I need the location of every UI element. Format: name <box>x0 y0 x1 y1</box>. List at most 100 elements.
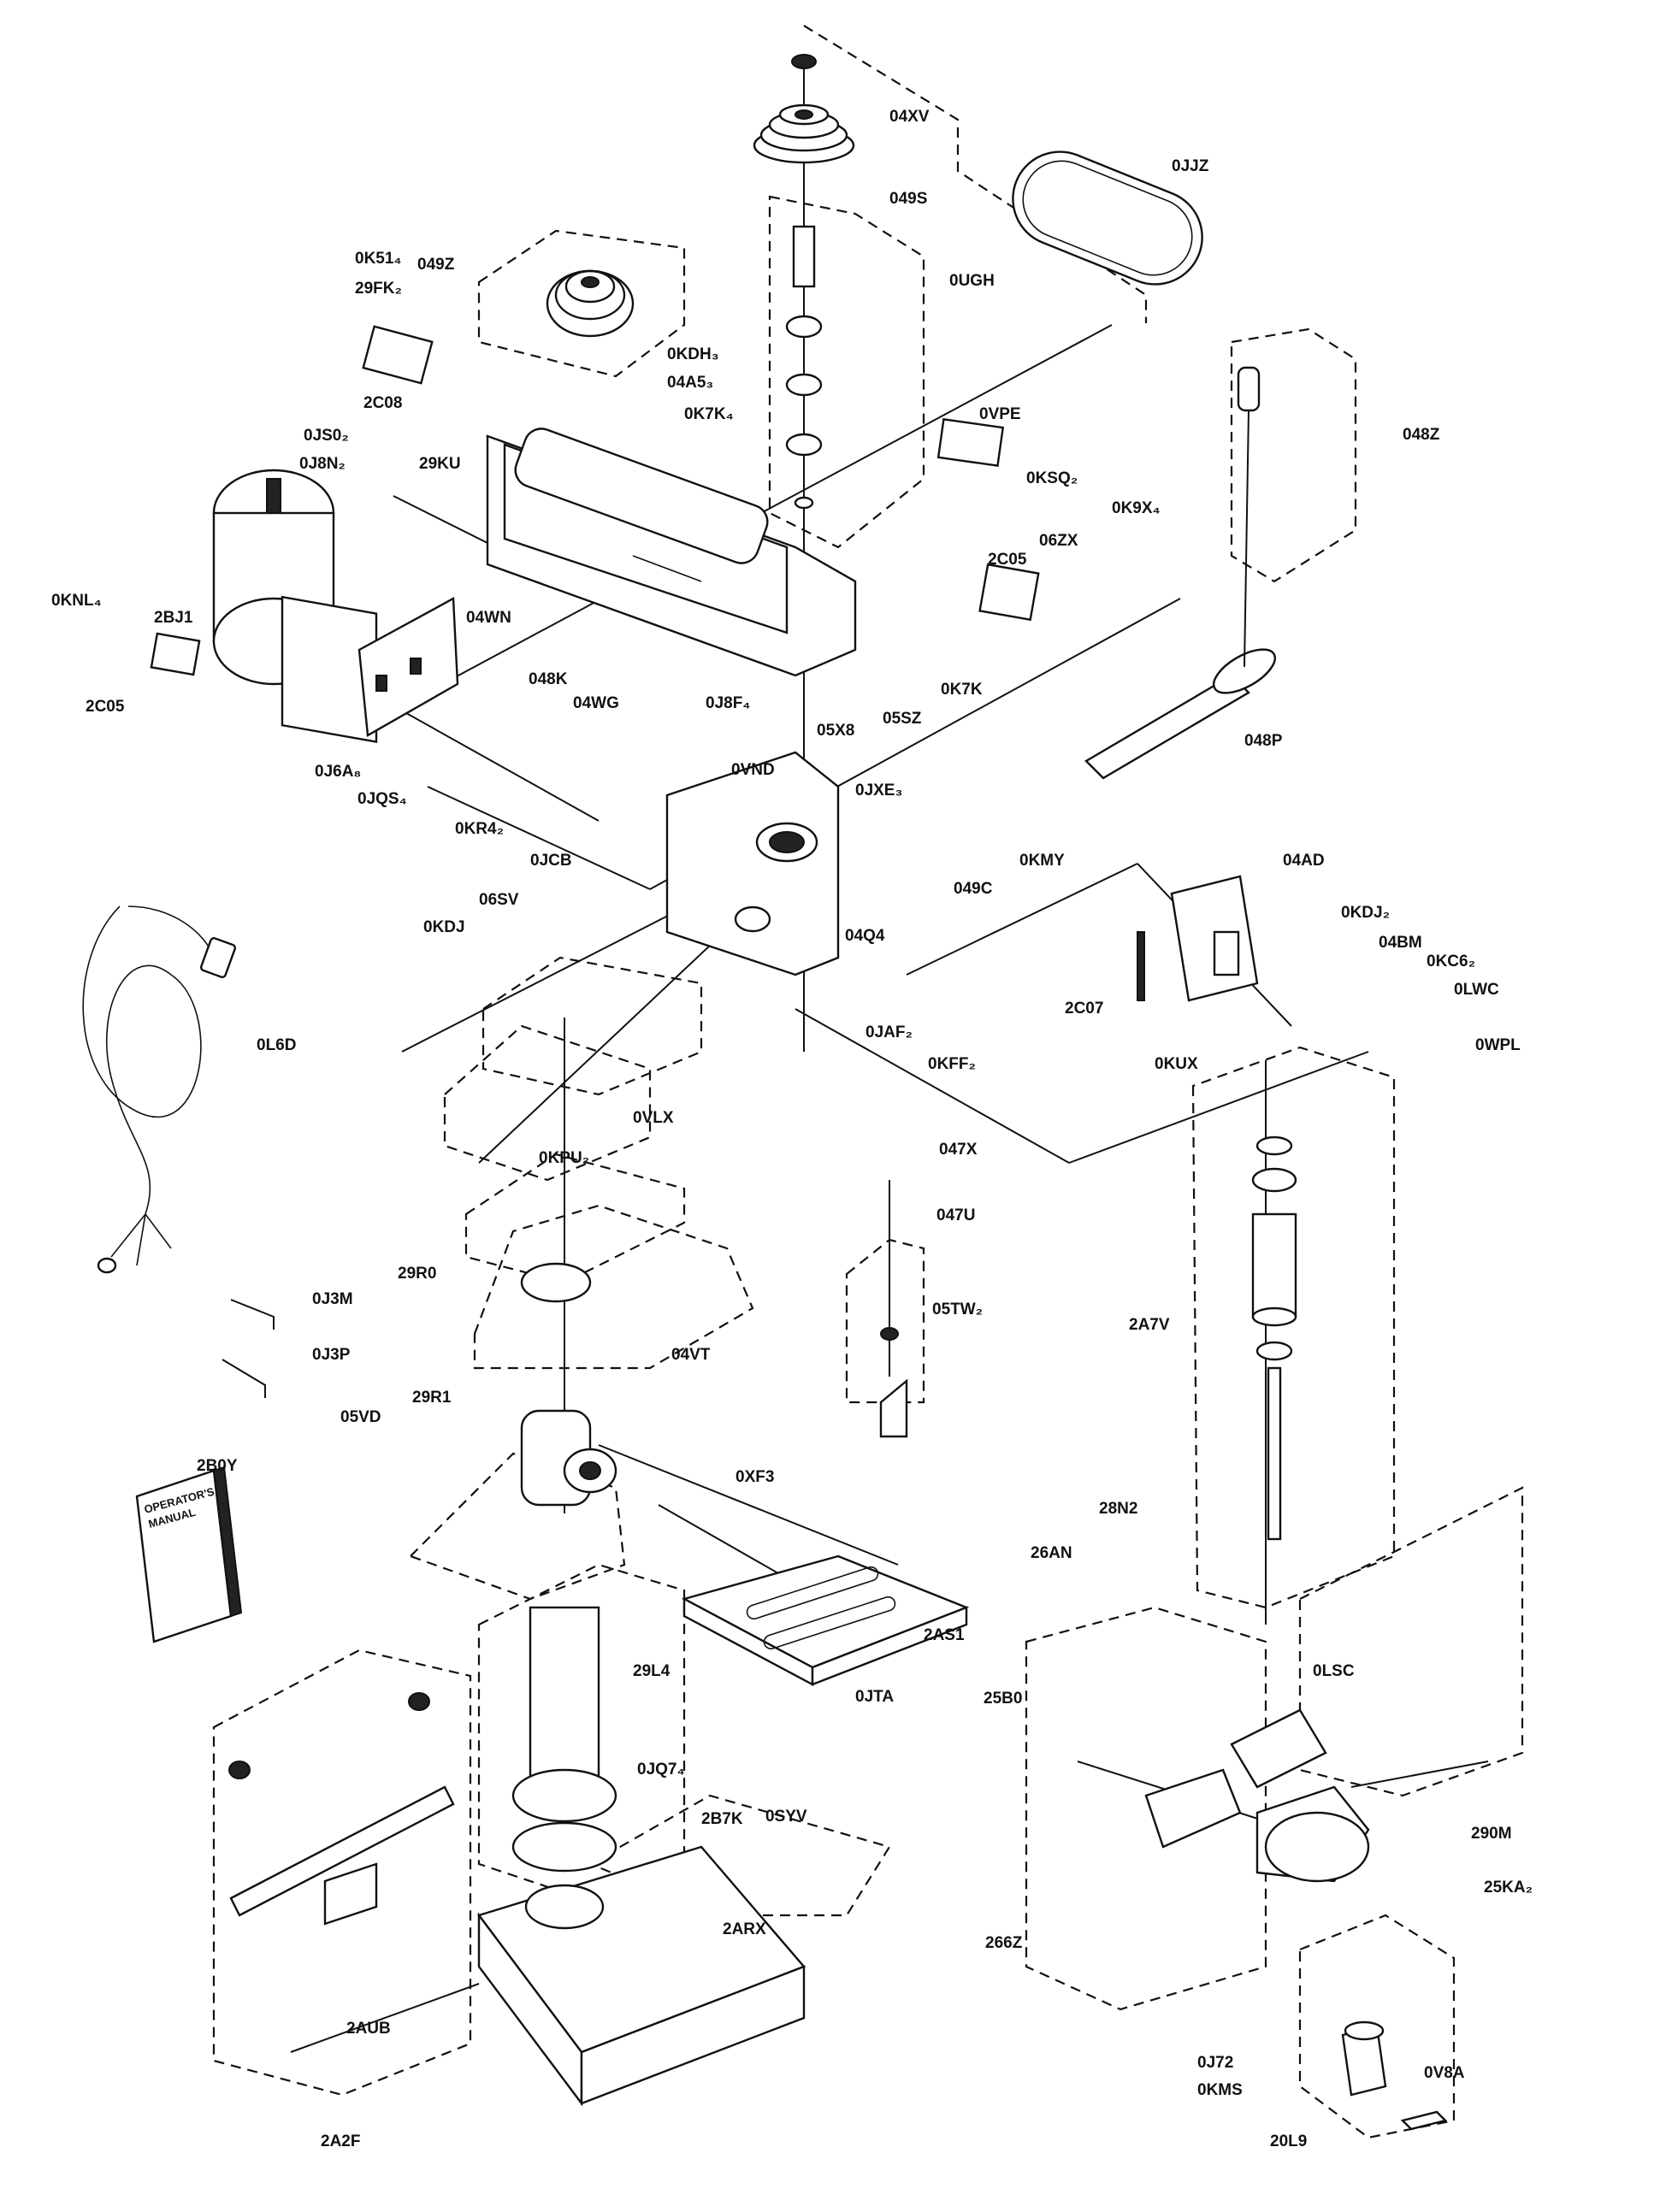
label-25KA: 25KA₂ <box>1484 1879 1533 1896</box>
label-0JXE: 0JXE₃ <box>855 782 902 799</box>
label-049S: 049S <box>889 190 927 208</box>
label-2A7V: 2A7V <box>1129 1316 1170 1334</box>
label-2AS1: 2AS1 <box>924 1626 965 1644</box>
label-2AUB: 2AUB <box>346 2020 391 2038</box>
label-0VLX: 0VLX <box>633 1109 674 1127</box>
table-bracket <box>520 1262 617 1507</box>
switch-box <box>1137 875 1259 1002</box>
label-0J6A: 0J6A₈ <box>315 763 361 781</box>
base <box>477 1845 806 2107</box>
label-0KPU: 0KPU₂ <box>539 1149 589 1167</box>
label-29KU: 29KU <box>419 455 461 473</box>
label-0KMS: 0KMS <box>1197 2081 1243 2099</box>
label-0KNL: 0KNL₄ <box>51 592 102 610</box>
power-cord <box>82 905 237 1274</box>
label-0J8N: 0J8N₂ <box>299 455 346 473</box>
operators-manual: OPERATOR'S MANUAL <box>135 1466 243 1643</box>
label-0JS0: 0JS0₂ <box>304 427 349 445</box>
label-0JAF: 0JAF₂ <box>865 1023 913 1041</box>
label-04A5: 04A5₃ <box>667 374 713 392</box>
label-049C: 049C <box>954 880 993 898</box>
label-0XF3: 0XF3 <box>736 1468 774 1486</box>
motor <box>212 469 378 743</box>
label-29R1: 29R1 <box>412 1389 452 1407</box>
label-06SV: 06SV <box>479 891 519 909</box>
label-05VD: 05VD <box>340 1408 381 1426</box>
label-2B0Y: 2B0Y <box>197 1457 238 1475</box>
label-04Q4: 04Q4 <box>845 927 885 945</box>
label-0KSQ: 0KSQ₂ <box>1026 469 1078 487</box>
label-0K9X: 0K9X₄ <box>1112 499 1161 517</box>
part-labels: 04XV 0JJZ 049S 0UGH 0K51₄ 049Z 29FK₂ 2C0… <box>51 108 1533 2150</box>
pinion-shaft <box>1084 366 1276 780</box>
label-0KDJ-right: 0KDJ₂ <box>1341 904 1390 922</box>
motor-pulley <box>546 269 635 338</box>
label-0J3M: 0J3M <box>312 1290 353 1308</box>
label-0L6D: 0L6D <box>257 1036 296 1054</box>
label-05SZ: 05SZ <box>883 710 922 728</box>
label-047X: 047X <box>939 1141 978 1159</box>
label-2ARX: 2ARX <box>723 1920 766 1938</box>
label-0JCB: 0JCB <box>530 852 572 870</box>
label-2C05-right: 2C05 <box>988 551 1027 569</box>
label-25B0: 25B0 <box>984 1690 1022 1708</box>
label-04VT: 04VT <box>671 1346 711 1364</box>
label-0J8F: 0J8F₄ <box>706 694 750 712</box>
work-table <box>681 1554 970 1686</box>
label-0K7K-top: 0K7K₄ <box>684 405 734 423</box>
label-048Z: 048Z <box>1403 426 1440 444</box>
label-0VPE: 0VPE <box>979 405 1021 423</box>
fence-kit <box>228 1692 480 2053</box>
label-0J72: 0J72 <box>1197 2054 1233 2072</box>
label-048K: 048K <box>529 670 568 688</box>
leader-lines <box>384 60 1489 1822</box>
label-0UGH: 0UGH <box>949 272 995 290</box>
label-0VND: 0VND <box>731 761 775 779</box>
label-290M: 290M <box>1471 1825 1512 1843</box>
label-28N2: 28N2 <box>1099 1500 1137 1518</box>
label-0WPL: 0WPL <box>1475 1036 1521 1054</box>
drill-chuck <box>1341 2020 1448 2131</box>
label-0KDH: 0KDH₃ <box>667 345 719 363</box>
label-0KFF: 0KFF₂ <box>928 1055 976 1073</box>
hex-keys <box>222 1299 275 1398</box>
belt-guard <box>486 428 857 677</box>
motor-mount-plate <box>357 597 459 737</box>
label-20L9: 20L9 <box>1270 2132 1307 2150</box>
laser-assembly <box>1144 1708 1370 1883</box>
decals <box>150 325 1040 676</box>
label-04BM: 04BM <box>1379 934 1422 952</box>
label-2C07: 2C07 <box>1065 1000 1103 1018</box>
spindle-pulley <box>753 54 855 510</box>
label-2A2F: 2A2F <box>321 2132 360 2150</box>
label-05X8: 05X8 <box>817 722 854 740</box>
drive-belt <box>1012 150 1203 286</box>
label-0K7K-mid: 0K7K <box>941 681 983 699</box>
label-0KDJ-left: 0KDJ <box>423 918 465 936</box>
label-2B7K: 2B7K <box>701 1810 743 1828</box>
label-04XV: 04XV <box>889 108 930 126</box>
head-casting <box>665 751 840 976</box>
label-26AN: 26AN <box>1031 1544 1072 1562</box>
label-0JTA: 0JTA <box>855 1688 894 1706</box>
label-06ZX: 06ZX <box>1039 532 1078 550</box>
label-0KUX: 0KUX <box>1155 1055 1198 1073</box>
label-29FK: 29FK₂ <box>355 280 402 298</box>
label-0J3P: 0J3P <box>312 1346 351 1364</box>
quill-assembly <box>1251 1135 1297 1541</box>
label-266Z: 266Z <box>985 1934 1023 1952</box>
label-0V8A: 0V8A <box>1424 2064 1465 2082</box>
label-0SYV: 0SYV <box>765 1808 807 1826</box>
label-0JJZ: 0JJZ <box>1172 157 1209 175</box>
label-0KMY: 0KMY <box>1019 852 1065 870</box>
label-0LWC: 0LWC <box>1454 981 1499 999</box>
label-049Z: 049Z <box>417 256 455 274</box>
depth-rod <box>879 1180 908 1438</box>
label-047U: 047U <box>936 1206 975 1224</box>
label-2C05-left: 2C05 <box>86 698 125 716</box>
column <box>511 1606 617 1873</box>
label-04AD: 04AD <box>1283 852 1325 870</box>
label-05TW: 05TW₂ <box>932 1301 983 1318</box>
label-29L4: 29L4 <box>633 1662 671 1680</box>
